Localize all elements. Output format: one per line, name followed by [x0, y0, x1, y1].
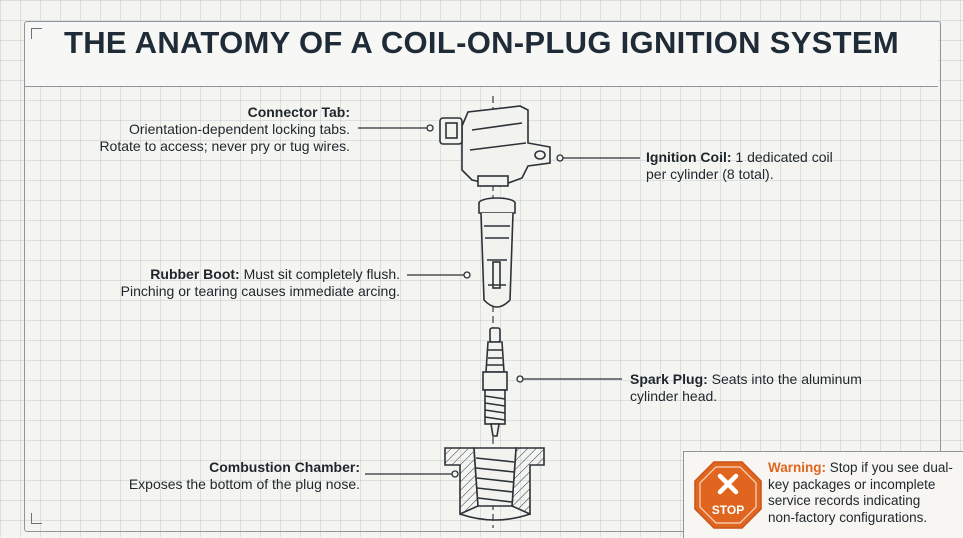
connector-tab-line1: Orientation-dependent locking tabs.	[128, 121, 350, 137]
warning-text: Warning: Stop if you see dual- key packa…	[768, 460, 958, 526]
rubber-boot-label: Rubber Boot: Must sit completely flush. …	[90, 266, 400, 300]
warning-line1: Stop if you see dual-	[826, 460, 953, 475]
title-band	[25, 22, 938, 87]
connector-tab-heading: Connector Tab:	[247, 104, 350, 120]
rubber-boot-part	[478, 197, 516, 308]
ignition-coil-line1: 1 dedicated coil	[731, 149, 833, 165]
leader-lines	[358, 124, 640, 478]
stop-sign-text: STOP	[712, 503, 744, 517]
combustion-chamber-label: Combustion Chamber: Exposes the bottom o…	[60, 459, 360, 493]
rubber-boot-line2: Pinching or tearing causes immediate arc…	[120, 283, 400, 299]
spark-plug-part	[482, 327, 508, 437]
spark-plug-label: Spark Plug: Seats into the aluminum cyli…	[630, 371, 890, 405]
stop-sign-icon: STOP	[694, 461, 762, 529]
warning-line4: non-factory configurations.	[768, 509, 928, 525]
ignition-coil-label: Ignition Coil: 1 dedicated coil per cyli…	[646, 149, 876, 183]
ignition-coil-line2: per cylinder (8 total).	[646, 166, 774, 182]
connector-tab-label: Connector Tab: Orientation-dependent loc…	[40, 104, 350, 155]
combustion-chamber-line1: Exposes the bottom of the plug nose.	[128, 476, 360, 492]
diagram-frame	[24, 21, 941, 532]
warning-line3: service records indicating	[768, 493, 921, 508]
ignition-coil-heading: Ignition Coil:	[646, 149, 732, 165]
ignition-coil-part	[439, 105, 551, 187]
connector-tab-line2: Rotate to access; never pry or tug wires…	[99, 138, 350, 154]
spark-plug-line2: cylinder head.	[630, 388, 718, 404]
combustion-chamber-part	[444, 447, 545, 521]
warning-lead: Warning:	[768, 460, 826, 475]
warning-box: STOP Warning: Stop if you see dual- key …	[683, 451, 963, 538]
warning-line2: key packages or incomplete	[768, 476, 936, 492]
spark-plug-heading: Spark Plug:	[630, 371, 708, 387]
corner-mark	[31, 513, 42, 524]
corner-mark	[31, 28, 42, 39]
rubber-boot-heading: Rubber Boot:	[150, 266, 240, 282]
combustion-chamber-heading: Combustion Chamber:	[209, 459, 360, 475]
page-title: THE ANATOMY OF A COIL-ON-PLUG IGNITION S…	[64, 25, 899, 60]
spark-plug-line1: Seats into the aluminum	[707, 371, 862, 387]
rubber-boot-line1: Must sit completely flush.	[239, 266, 400, 282]
